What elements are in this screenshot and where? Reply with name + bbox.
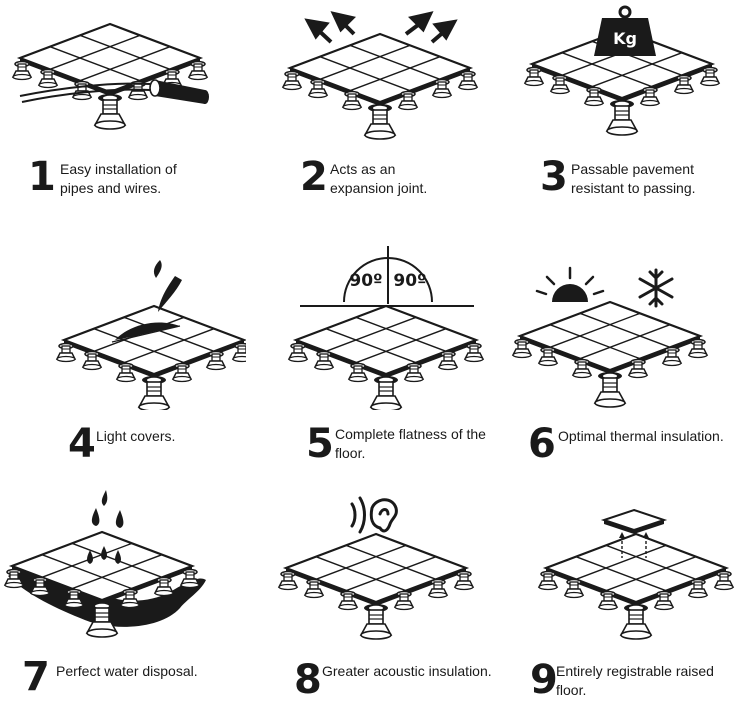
feature-2: 2 Acts as an expansion joint. bbox=[246, 0, 492, 240]
feature-caption: Optimal thermal insulation. bbox=[558, 428, 724, 444]
feature-8: 8 Greater acoustic insulation. bbox=[246, 480, 492, 720]
right-angle-icon: 90º 90º bbox=[300, 246, 474, 307]
light-covers-illustration bbox=[0, 260, 246, 410]
feature-number: 9 bbox=[530, 657, 558, 703]
feature-5: 90º 90º 5 Complete flatness of the floor… bbox=[246, 240, 492, 480]
registrable-floor-illustration bbox=[492, 508, 738, 650]
feature-number: 2 bbox=[300, 154, 328, 200]
sun-icon bbox=[535, 266, 605, 302]
water-disposal-illustration bbox=[0, 490, 206, 650]
flatness-illustration: 90º 90º bbox=[246, 246, 492, 410]
weight-icon: Kg bbox=[594, 5, 656, 56]
acoustic-insulation-illustration bbox=[246, 496, 492, 650]
feature-9: 9 Entirely registrable raised floor. bbox=[492, 480, 738, 720]
feature-6: 6 Optimal thermal insulation. bbox=[492, 240, 738, 480]
feature-7: 7 Perfect water disposal. bbox=[0, 480, 246, 720]
feature-caption: Acts as an expansion joint. bbox=[330, 161, 428, 196]
arrow-icon bbox=[304, 11, 458, 44]
feature-number: 5 bbox=[306, 421, 334, 467]
lifted-tile-icon bbox=[600, 508, 668, 558]
feature-caption: Complete flatness of the floor. bbox=[335, 426, 486, 461]
snowflake-icon bbox=[638, 268, 674, 308]
feature-caption: Greater acoustic insulation. bbox=[322, 663, 492, 679]
feature-3: Kg 3 Passable pavement resistant to pass… bbox=[492, 0, 738, 240]
thermal-insulation-illustration bbox=[492, 266, 738, 410]
pipes-wires-illustration bbox=[0, 0, 209, 150]
expansion-joint-illustration bbox=[246, 11, 492, 150]
feature-caption: Light covers. bbox=[96, 428, 176, 444]
angle-label-left: 90º bbox=[349, 271, 382, 291]
feature-caption: Easy installation of pipes and wires. bbox=[60, 161, 177, 196]
feather-icon bbox=[111, 260, 182, 343]
feature-number: 8 bbox=[294, 657, 322, 703]
feature-caption: Passable pavement resistant to passing. bbox=[571, 161, 696, 196]
feature-number: 3 bbox=[540, 154, 568, 200]
ear-sound-icon bbox=[350, 496, 398, 534]
feature-1: 1 Easy installation of pipes and wires. bbox=[0, 0, 246, 240]
feature-caption: Entirely registrable raised floor. bbox=[556, 663, 714, 698]
feature-number: 1 bbox=[28, 154, 56, 200]
angle-label-right: 90º bbox=[393, 271, 426, 291]
weight-label: Kg bbox=[613, 29, 637, 48]
feature-4: 4 Light covers. bbox=[0, 240, 246, 480]
feature-number: 6 bbox=[528, 421, 556, 467]
water-drop-icon bbox=[87, 490, 124, 564]
feature-caption: Perfect water disposal. bbox=[56, 663, 198, 679]
feature-number: 4 bbox=[68, 421, 96, 467]
passable-pavement-illustration: Kg bbox=[492, 5, 738, 150]
feature-number: 7 bbox=[22, 654, 50, 700]
